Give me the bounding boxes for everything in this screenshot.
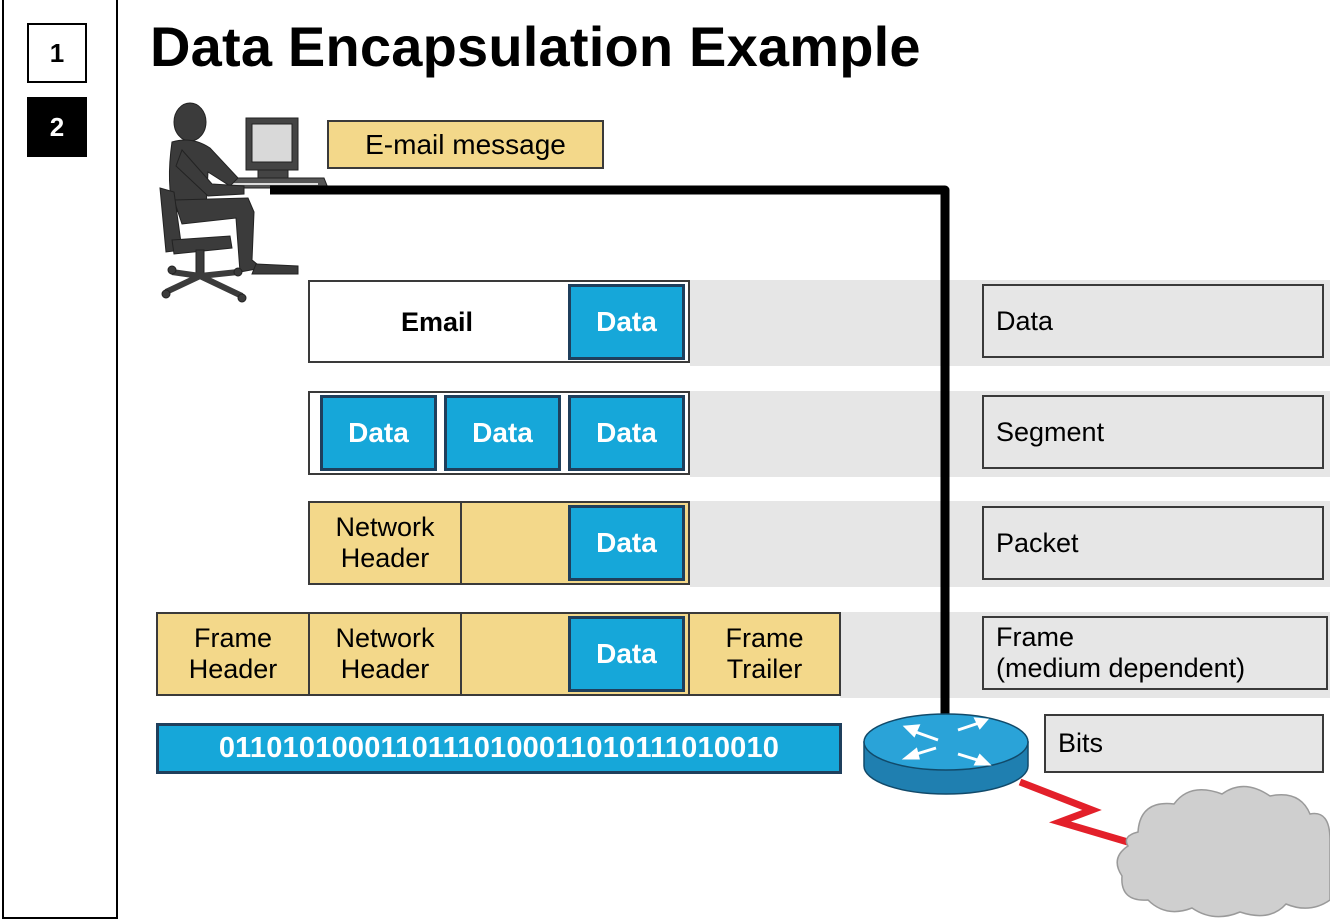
frame-trailer: Frame Trailer <box>688 612 841 696</box>
layer-label-frame: Frame (medium dependent) <box>982 616 1328 690</box>
layer-label-bits: Bits <box>1044 714 1324 773</box>
layer-label-segment: Segment <box>982 395 1324 469</box>
data-block: Data <box>568 284 685 360</box>
packet-data-block: Data <box>568 505 685 581</box>
segment-data-block-2: Data <box>444 395 561 471</box>
slide-2-button[interactable]: 2 <box>27 97 87 157</box>
frame-network-header: Network Header <box>308 612 462 696</box>
slide-1-label: 1 <box>49 37 65 68</box>
packet-network-header: Network Header <box>308 501 462 585</box>
slide-2-label: 2 <box>49 111 65 142</box>
person-at-computer-icon <box>159 102 329 303</box>
wan-link-icon <box>1018 778 1149 852</box>
frame-header: Frame Header <box>156 612 310 696</box>
layer-label-packet: Packet <box>982 506 1324 580</box>
bits-value: 0110101000110111010001101011101001​0 <box>218 732 780 764</box>
cloud-icon <box>1116 785 1330 918</box>
bits-stream: 0110101000110111010001101011101001​0 <box>156 723 842 774</box>
email-app-label: Email <box>400 306 474 337</box>
email-message-callout: E-mail message <box>327 120 604 169</box>
page-title: Data Encapsulation Example <box>150 15 921 78</box>
layer-label-data: Data <box>982 284 1324 358</box>
segment-data-block-3: Data <box>568 395 685 471</box>
segment-data-block-1: Data <box>320 395 437 471</box>
slide-1-button[interactable]: 1 <box>27 23 87 83</box>
frame-data-block: Data <box>568 616 685 692</box>
slide-sidebar <box>2 0 118 919</box>
router-icon <box>863 713 1029 795</box>
